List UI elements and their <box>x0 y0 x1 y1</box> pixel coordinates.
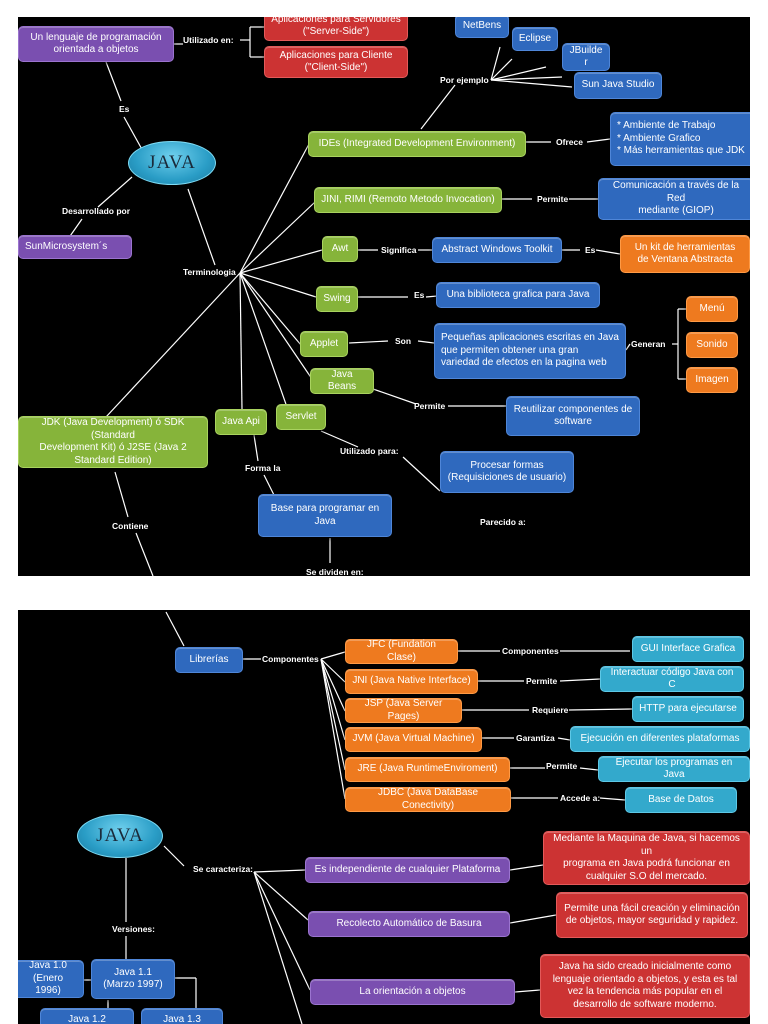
label-es-2: Es <box>585 245 596 255</box>
node-sunmicrosystems: SunMicrosystem´s <box>18 235 132 259</box>
node-jre: JRE (Java RuntimeEnviroment) <box>345 757 510 782</box>
node-server-side: Aplicaciones para Servidores ("Server-Si… <box>264 17 408 41</box>
node-recolecto: Recolecto Automático de Basura <box>308 911 510 937</box>
label-permite-jre: Permite <box>546 761 578 771</box>
node-applet: Applet <box>300 331 348 357</box>
node-http: HTTP para ejecutarse <box>632 696 744 722</box>
label-permite-jni: Permite <box>526 676 558 686</box>
node-awt: Awt <box>322 236 358 262</box>
node-ides: IDEs (Integrated Development Environment… <box>308 131 526 157</box>
label-accede-a: Accede a: <box>560 793 601 803</box>
node-menu: Menú <box>686 296 738 322</box>
node-java-1-0: Java 1.0 (Enero 1996) <box>18 960 84 998</box>
label-forma-la: Forma la <box>245 463 281 473</box>
label-se-dividen-en: Se dividen en: <box>306 567 364 576</box>
label-garantiza: Garantiza <box>516 733 555 743</box>
java-central-ellipse: JAVA <box>128 141 216 185</box>
label-terminologia: Terminologia <box>183 267 236 277</box>
node-base-de-datos: Base de Datos <box>625 787 737 813</box>
node-ambiente: * Ambiente de Trabajo * Ambiente Grafico… <box>610 112 750 166</box>
connector-lines-bottom <box>84 611 633 1024</box>
node-base-programar: Base para programar en Java <box>258 494 392 537</box>
node-servlet: Servlet <box>276 404 326 430</box>
node-ejecutar: Ejecutar los programas en Java <box>598 756 750 782</box>
node-eclipse: Eclipse <box>512 27 558 51</box>
node-java-api: Java Api <box>215 409 267 435</box>
node-swing: Swing <box>316 286 358 312</box>
label-es-3: Es <box>414 290 425 300</box>
node-independiente: Es independiente de cualquier Plataforma <box>305 857 510 883</box>
node-interactuar: Interactuar código Java con C <box>600 666 744 692</box>
node-creado-inicialmente: Java ha sido creado inicialmente como le… <box>540 954 750 1018</box>
label-utilizado-para: Utilizado para: <box>340 446 399 456</box>
label-generan: Generan <box>631 339 666 349</box>
node-java-beans: Java Beans <box>310 368 374 394</box>
concept-map-panel-top: Un lenguaje de programación orientada a … <box>18 17 750 576</box>
label-desarrollado-por: Desarrollado por <box>62 206 131 216</box>
node-abstract-windows: Abstract Windows Toolkit <box>432 237 562 263</box>
node-procesar-formas: Procesar formas (Requisiciones de usuari… <box>440 451 574 493</box>
node-java-1-3: Java 1.3 <box>141 1008 223 1024</box>
label-significa: Significa <box>381 245 417 255</box>
label-componentes-1: Componentes <box>262 654 319 664</box>
node-pequenas-aplicaciones: Pequeñas aplicaciones escritas en Java q… <box>434 323 626 379</box>
label-ofrece: Ofrece <box>556 137 583 147</box>
node-ejecucion: Ejecución en diferentes plataformas <box>570 726 750 752</box>
node-client-side: Aplicaciones para Cliente ("Client-Side"… <box>264 46 408 78</box>
node-jini: JINI, RIMI (Remoto Metodo Invocation) <box>314 187 502 213</box>
node-permite-facil: Permite una fácil creación y eliminación… <box>556 892 748 938</box>
node-orientacion: La orientación a objetos <box>310 979 515 1005</box>
node-java-1-2: Java 1.2 <box>40 1008 134 1024</box>
node-jdbc: JDBC (Java DataBase Conectivity) <box>345 787 511 812</box>
node-jbuilder: JBuilde r <box>562 43 610 71</box>
label-permite-2: Permite <box>414 401 446 411</box>
node-kit-herramientas: Un kit de herramientas de Ventana Abstra… <box>620 235 750 273</box>
node-jvm: JVM (Java Virtual Machine) <box>345 727 482 752</box>
node-jni: JNI (Java Native Interface) <box>345 669 478 694</box>
node-imagen: Imagen <box>686 367 738 393</box>
label-versiones: Versiones: <box>112 924 155 934</box>
node-maquina-java: Mediante la Maquina de Java, si hacemos … <box>543 831 750 885</box>
node-jfc: JFC (Fundation Clase) <box>345 639 458 664</box>
label-componentes-2: Componentes <box>502 646 559 656</box>
node-biblioteca-grafica: Una biblioteca grafica para Java <box>436 282 600 308</box>
node-netbens: NetBens <box>455 17 509 38</box>
concept-map-panel-bottom: Librerías JFC (Fundation Clase) GUI Inte… <box>18 610 750 1024</box>
label-por-ejemplo: Por ejemplo <box>440 75 489 85</box>
label-requiere: Requiere <box>532 705 569 715</box>
node-java-1-1: Java 1.1 (Marzo 1997) <box>91 959 175 999</box>
node-lenguaje-objetos: Un lenguaje de programación orientada a … <box>18 26 174 62</box>
node-sun-java-studio: Sun Java Studio <box>574 72 662 99</box>
label-permite-1: Permite <box>537 194 569 204</box>
node-librerias: Librerías <box>175 647 243 673</box>
label-contiene: Contiene <box>112 521 149 531</box>
node-reutilizar: Reutilizar componentes de software <box>506 396 640 436</box>
node-gui-interface: GUI Interface Grafica <box>632 636 744 662</box>
node-comunicacion: Comunicación a través de la Red mediante… <box>598 178 750 220</box>
label-se-caracteriza: Se caracteriza: <box>193 864 254 874</box>
connector-lines <box>67 26 686 576</box>
node-jsp: JSP (Java Server Pages) <box>345 698 462 723</box>
label-son: Son <box>395 336 412 346</box>
node-sonido: Sonido <box>686 332 738 358</box>
label-es: Es <box>119 104 130 114</box>
java-ellipse-bottom: JAVA <box>77 814 163 858</box>
label-parecido-a: Parecido a: <box>480 517 526 527</box>
node-jdk: JDK (Java Development) ó SDK (Standard D… <box>18 416 208 468</box>
label-utilizado-en: Utilizado en: <box>183 35 234 45</box>
